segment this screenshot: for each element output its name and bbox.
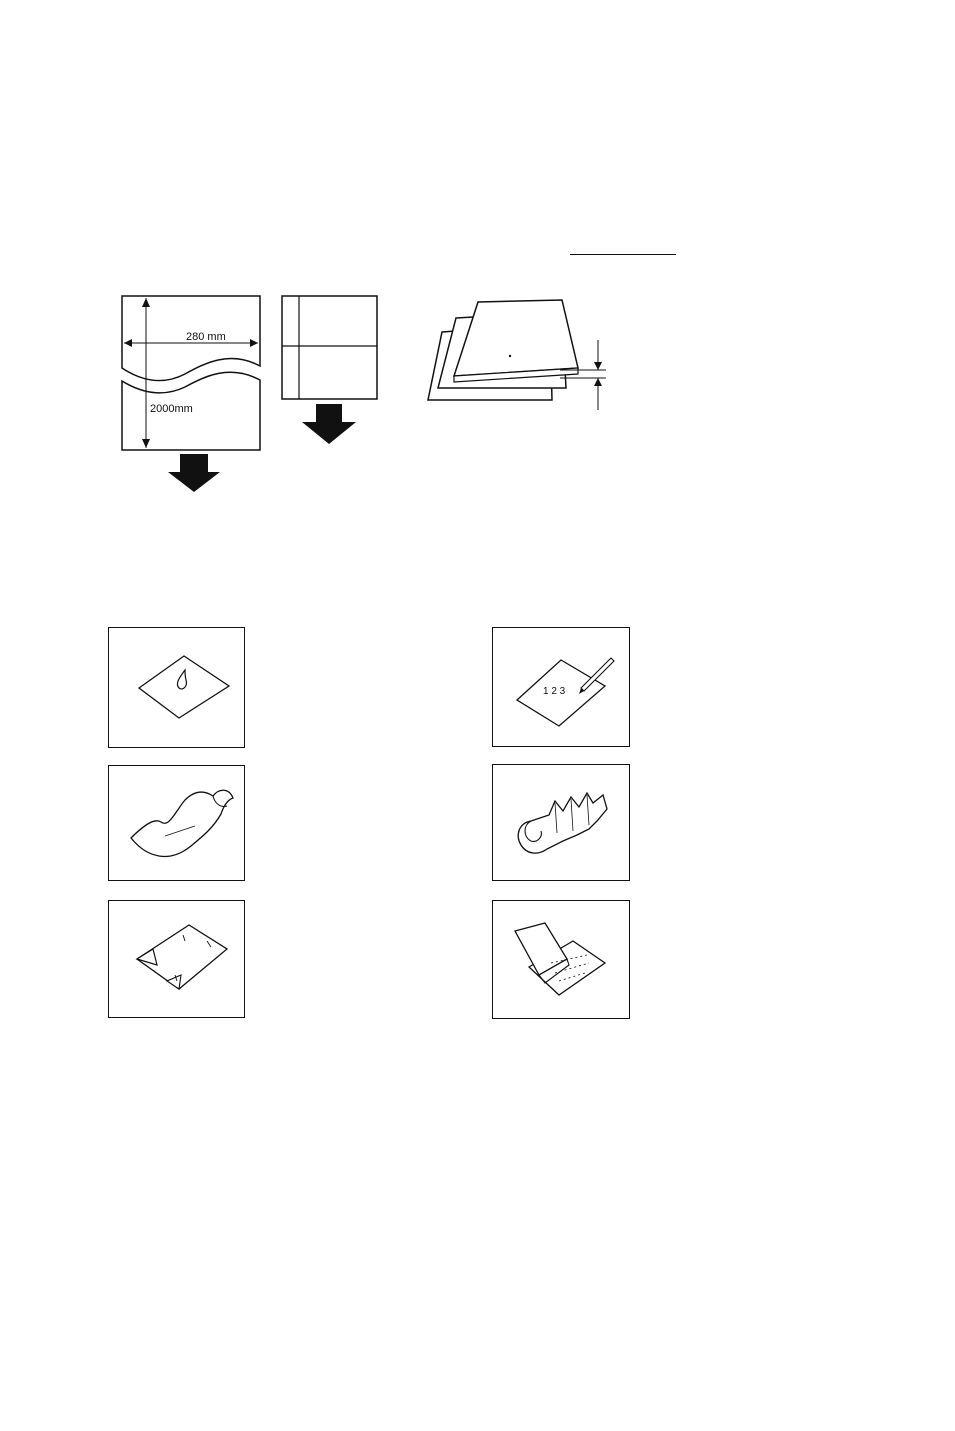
curled-document-illustration bbox=[108, 765, 245, 881]
long-document-figure: 280 mm 2000mm bbox=[110, 288, 280, 498]
stacked-sheets-figure bbox=[420, 294, 620, 414]
underline-rule bbox=[570, 254, 676, 255]
folded-corner-document-illustration bbox=[108, 900, 245, 1018]
page-numbers: 1 2 3 bbox=[543, 686, 566, 697]
wet-document-illustration bbox=[108, 627, 245, 748]
wrinkled-document-illustration bbox=[492, 764, 630, 881]
width-label: 280 mm bbox=[186, 331, 226, 343]
length-label: 2000mm bbox=[150, 403, 193, 415]
written-document-illustration: 1 2 3 bbox=[492, 627, 630, 747]
stapled-document-illustration bbox=[492, 900, 630, 1019]
divided-sheet-figure bbox=[280, 294, 380, 454]
